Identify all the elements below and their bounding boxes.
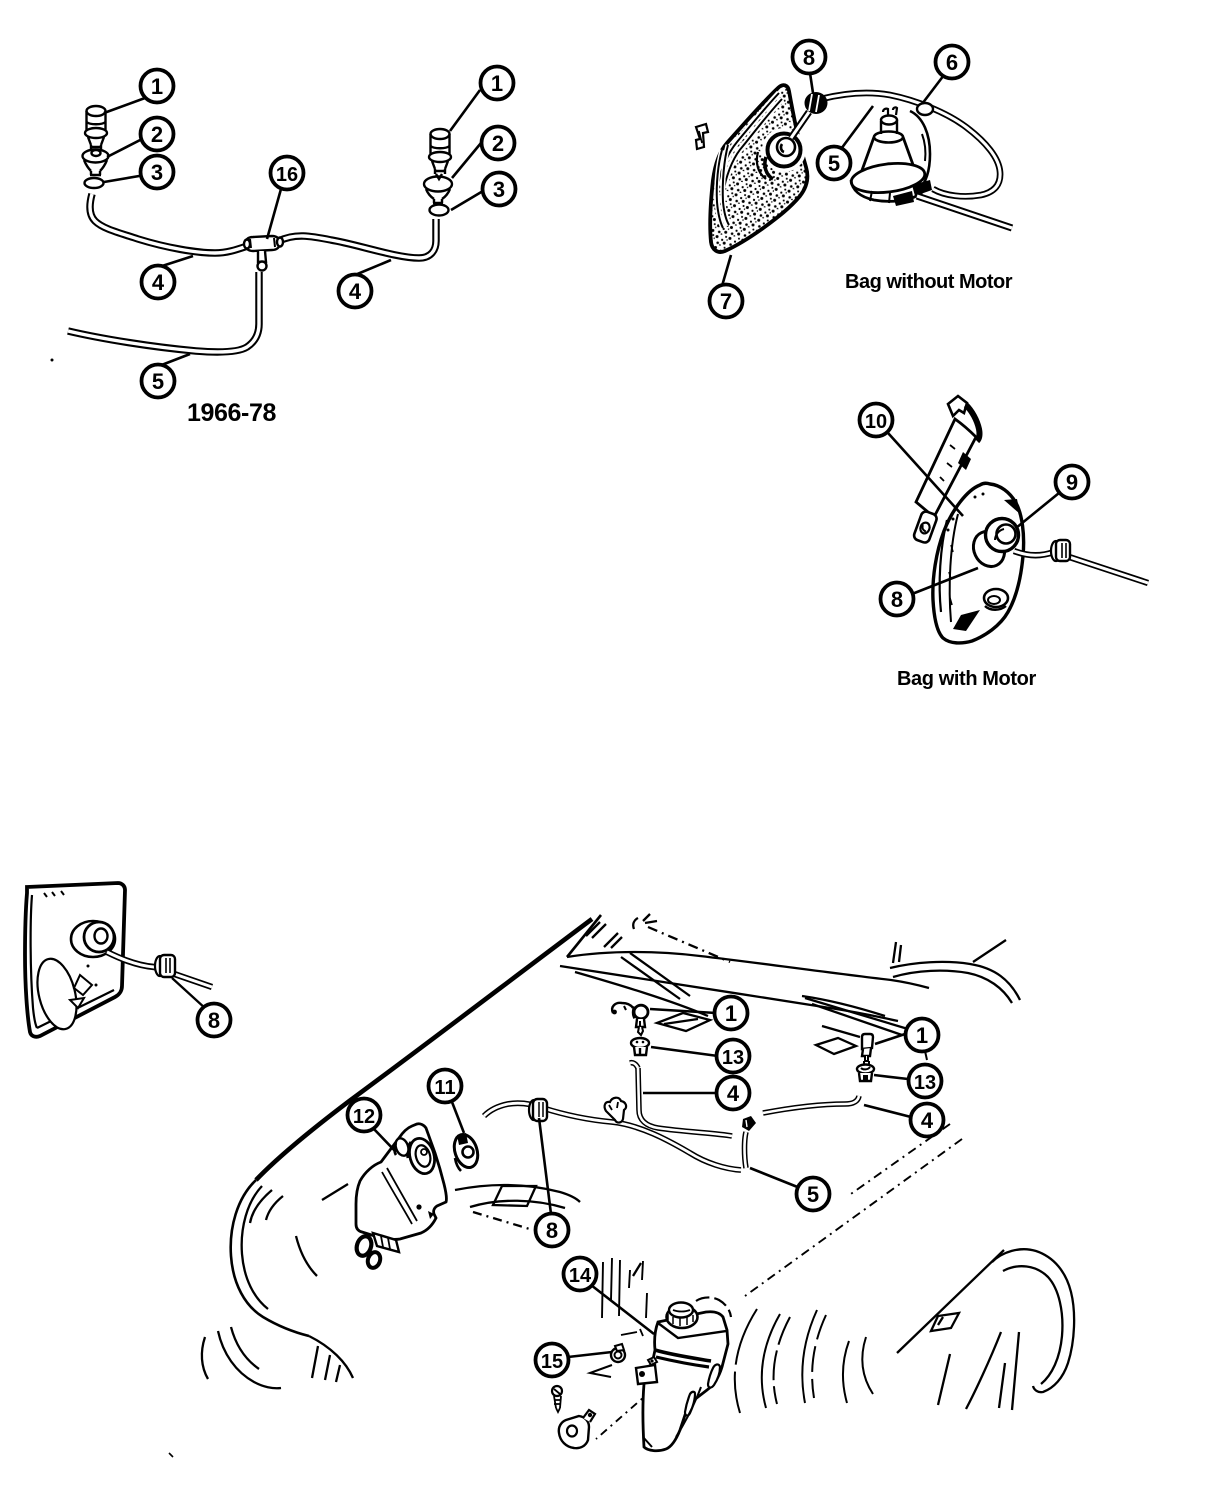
svg-text:13: 13 (914, 1072, 936, 1094)
svg-text:3: 3 (493, 177, 505, 202)
svg-text:5: 5 (828, 151, 840, 176)
svg-text:4: 4 (349, 279, 362, 304)
svg-text:4: 4 (152, 270, 165, 295)
svg-text:1: 1 (491, 71, 503, 96)
svg-text:16: 16 (276, 164, 298, 186)
svg-text:1966-78: 1966-78 (187, 399, 276, 427)
svg-text:6: 6 (946, 50, 958, 75)
svg-text:12: 12 (353, 1106, 375, 1128)
svg-text:2: 2 (492, 131, 504, 156)
svg-text:Bag with Motor: Bag with Motor (897, 668, 1036, 690)
svg-text:2: 2 (151, 122, 163, 147)
svg-text:1: 1 (151, 74, 163, 99)
svg-text:13: 13 (722, 1047, 744, 1069)
svg-text:8: 8 (208, 1008, 220, 1033)
svg-text:5: 5 (807, 1182, 819, 1207)
svg-text:9: 9 (1066, 470, 1078, 495)
svg-text:14: 14 (569, 1265, 592, 1287)
svg-text:8: 8 (803, 45, 815, 70)
svg-text:1: 1 (916, 1023, 928, 1048)
svg-text:10: 10 (865, 411, 887, 433)
svg-text:7: 7 (720, 289, 732, 314)
svg-text:1: 1 (725, 1001, 737, 1026)
svg-text:Bag without Motor: Bag without Motor (845, 271, 1013, 293)
svg-text:8: 8 (546, 1218, 558, 1243)
svg-text:5: 5 (152, 369, 164, 394)
svg-text:8: 8 (891, 587, 903, 612)
svg-text:11: 11 (434, 1077, 455, 1099)
svg-text:3: 3 (151, 160, 163, 185)
svg-text:4: 4 (727, 1081, 740, 1106)
svg-text:4: 4 (921, 1108, 934, 1133)
svg-text:15: 15 (541, 1351, 563, 1373)
